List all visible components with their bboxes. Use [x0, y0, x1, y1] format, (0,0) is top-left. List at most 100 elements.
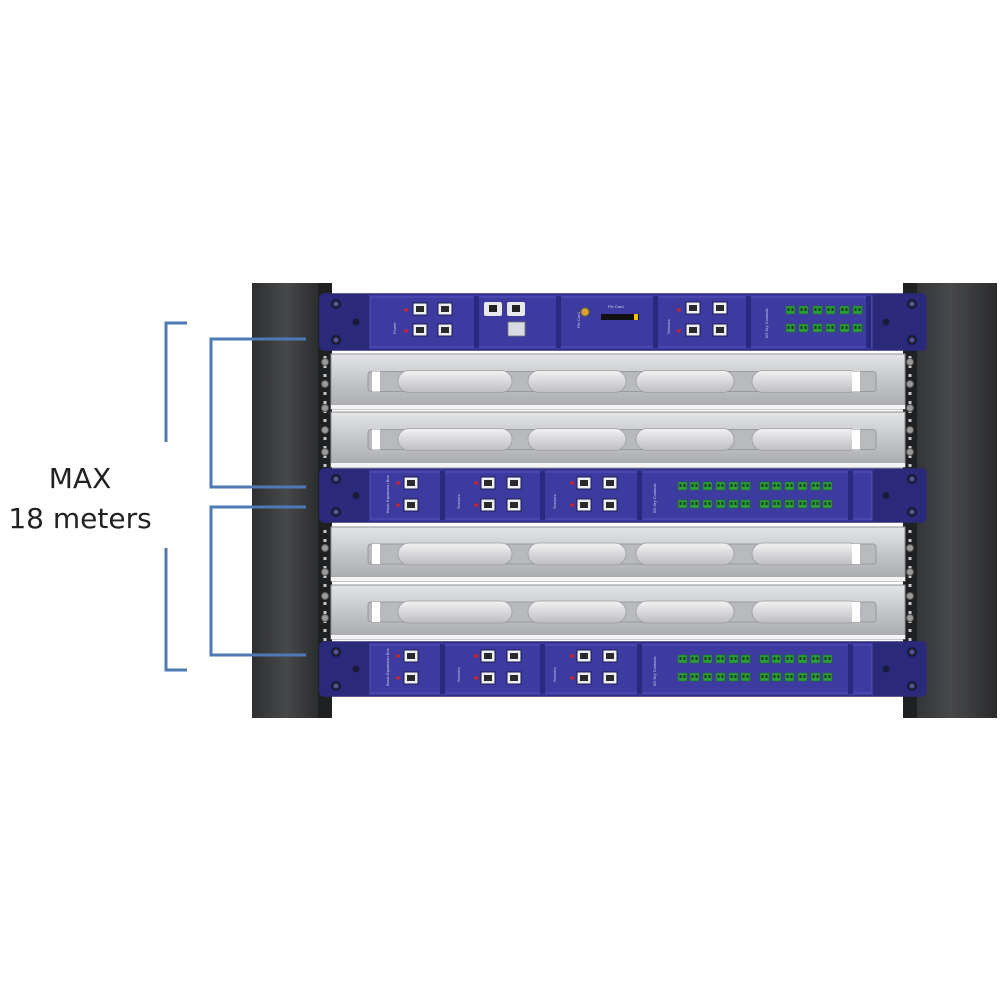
module-label: Sensors — [666, 319, 671, 334]
terminal-pin — [824, 657, 827, 660]
shelf-handle — [635, 542, 735, 566]
rail-hole — [323, 575, 327, 578]
terminal-pin — [777, 484, 780, 487]
terminal-pin — [773, 657, 776, 660]
module-label: Sensors — [456, 667, 461, 682]
terminal-block — [715, 654, 726, 664]
module-divider — [540, 471, 545, 520]
terminal-block — [798, 305, 809, 315]
rj45-socket — [510, 675, 518, 681]
terminal-pin — [721, 657, 724, 660]
terminal-pin — [746, 484, 749, 487]
terminal-pin — [841, 308, 844, 311]
terminal-pin — [828, 502, 831, 505]
shelf-unit — [330, 526, 906, 582]
terminal-block — [822, 672, 833, 682]
terminal-block — [728, 672, 739, 682]
rj45-socket — [407, 653, 415, 659]
terminal-block — [740, 672, 751, 682]
shelf-handle — [397, 600, 513, 624]
terminal-pin — [704, 502, 707, 505]
terminal-block — [784, 672, 795, 682]
rail-hole — [323, 584, 327, 587]
terminal-pin — [790, 484, 793, 487]
mount-screw-head — [333, 683, 339, 689]
shelf-handle — [751, 370, 861, 393]
terminal-block — [677, 499, 688, 509]
rail-screw — [906, 404, 914, 412]
shelf-notch — [372, 371, 380, 392]
terminal-pin — [812, 657, 815, 660]
terminal-block — [810, 499, 821, 509]
inner-bracket-upper — [209, 337, 306, 489]
terminal-block — [825, 305, 836, 315]
terminal-pin — [742, 675, 745, 678]
terminal-block — [852, 305, 863, 315]
terminal-pin — [858, 308, 861, 311]
terminal-pin — [803, 657, 806, 660]
terminal-pin — [704, 675, 707, 678]
terminal-pin — [812, 484, 815, 487]
terminal-block — [797, 481, 808, 491]
rail-hole — [323, 602, 327, 605]
terminal-pin — [799, 484, 802, 487]
mount-screw-head — [909, 649, 915, 655]
terminal-pin — [691, 484, 694, 487]
rail-screw — [906, 448, 914, 456]
terminal-block — [810, 481, 821, 491]
module-divider — [540, 644, 545, 694]
terminal-pin — [742, 657, 745, 660]
terminal-block — [852, 323, 863, 333]
rail-hole — [323, 356, 327, 359]
terminal-pin — [683, 484, 686, 487]
rj45-socket — [484, 675, 492, 681]
terminal-pin — [854, 326, 857, 329]
module-ear-left — [320, 294, 370, 350]
terminal-pin — [717, 484, 720, 487]
terminal-block — [689, 654, 700, 664]
rj45-socket — [407, 675, 415, 681]
status-led — [474, 654, 478, 658]
terminal-pin — [679, 502, 682, 505]
terminal-block — [797, 672, 808, 682]
shelf-unit — [330, 584, 906, 640]
terminal-block — [702, 654, 713, 664]
distance-label-line1: MAX — [48, 462, 112, 495]
module-panel — [319, 293, 927, 351]
terminal-pin — [804, 308, 807, 311]
module-label: Basic Expansion Box — [385, 475, 390, 513]
module-label: Power — [392, 322, 397, 334]
rail-hole — [908, 455, 912, 458]
terminal-pin — [800, 308, 803, 311]
rail-hole — [323, 611, 327, 614]
mount-screw-head — [909, 301, 915, 307]
rail-screw — [906, 592, 914, 600]
terminal-pin — [773, 675, 776, 678]
rail-screw — [321, 448, 329, 456]
terminal-pin — [786, 484, 789, 487]
module-divider — [637, 471, 642, 520]
terminal-block — [784, 499, 795, 509]
terminal-pin — [814, 308, 817, 311]
terminal-block — [771, 499, 782, 509]
terminal-pin — [816, 502, 819, 505]
module-label: Sensors — [552, 494, 557, 509]
rj45-socket — [580, 480, 588, 486]
shelf-notch — [852, 544, 860, 564]
terminal-pin — [695, 484, 698, 487]
terminal-block — [759, 672, 770, 682]
rail-hole — [908, 437, 912, 440]
terminal-pin — [730, 502, 733, 505]
module-divider — [848, 644, 853, 694]
rj45-socket — [407, 502, 415, 508]
module-ear-left — [320, 469, 370, 522]
module-label: Sensors — [552, 667, 557, 682]
terminal-pin — [787, 326, 790, 329]
rail-hole — [323, 446, 327, 449]
rail-screw — [321, 568, 329, 576]
terminal-pin — [691, 657, 694, 660]
status-led — [396, 654, 400, 658]
rj45-socket — [484, 502, 492, 508]
rail-hole — [908, 464, 912, 467]
